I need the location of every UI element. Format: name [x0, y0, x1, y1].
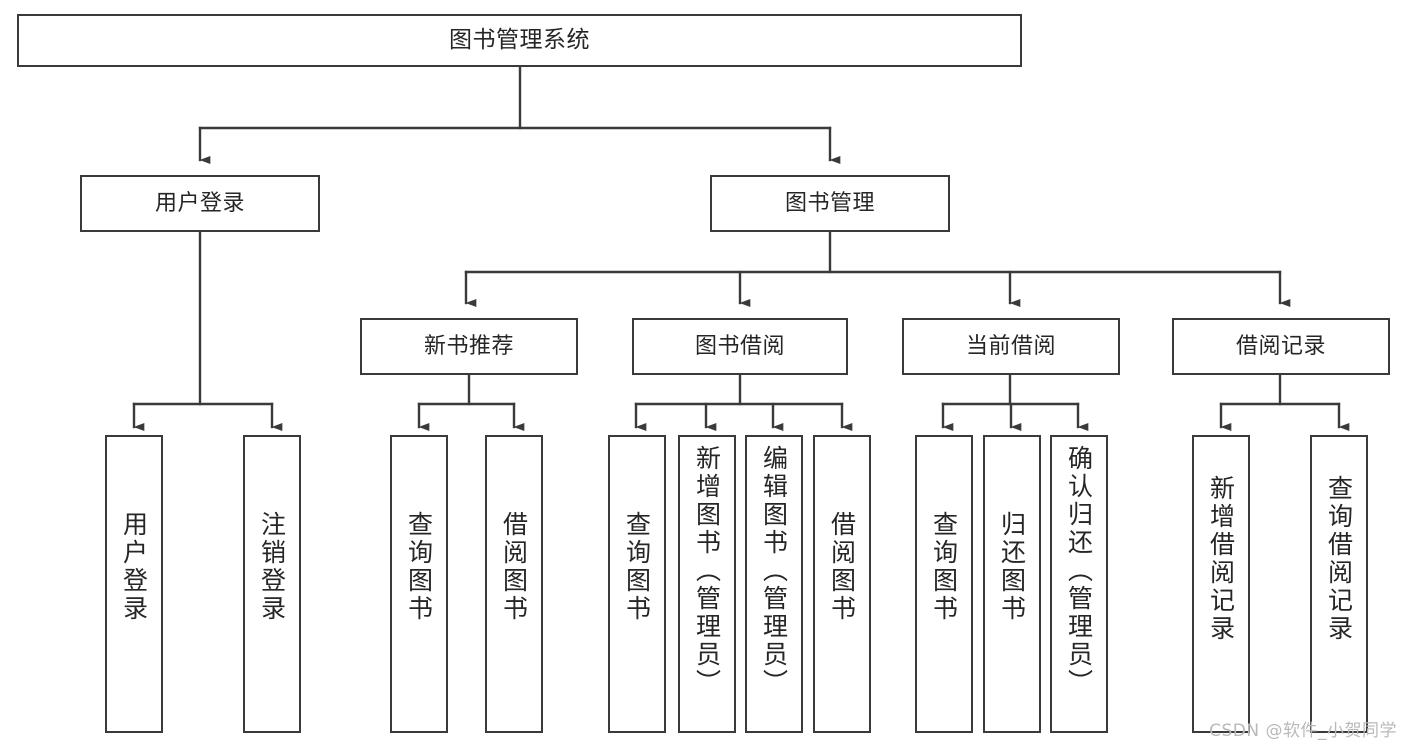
- node-label: 编辑图书（管理员）: [759, 445, 789, 697]
- leaf-query-book-current[interactable]: 查询图书: [915, 435, 973, 733]
- leaf-confirm-return-admin[interactable]: 确认归还（管理员）: [1050, 435, 1108, 733]
- node-borrow-record[interactable]: 借阅记录: [1172, 318, 1390, 375]
- node-label: 用户登录: [154, 190, 245, 216]
- leaf-query-borrow-record[interactable]: 查询借阅记录: [1310, 435, 1368, 733]
- node-new-book-recommend[interactable]: 新书推荐: [360, 318, 578, 375]
- node-user-login[interactable]: 用户登录: [80, 175, 320, 232]
- node-root-book-management-system[interactable]: 图书管理系统: [17, 14, 1022, 67]
- node-label: 用户登录: [119, 511, 149, 623]
- leaf-return-book[interactable]: 归还图书: [983, 435, 1041, 733]
- node-current-borrow[interactable]: 当前借阅: [902, 318, 1120, 375]
- node-label: 确认归还（管理员）: [1064, 445, 1094, 697]
- node-label: 图书管理系统: [449, 26, 590, 53]
- node-label: 新增图书（管理员）: [692, 445, 722, 697]
- node-label: 查询图书: [929, 511, 959, 623]
- leaf-add-book-admin[interactable]: 新增图书（管理员）: [678, 435, 736, 733]
- node-label: 查询图书: [404, 511, 434, 623]
- node-label: 借阅记录: [1235, 333, 1326, 359]
- node-label: 归还图书: [997, 511, 1027, 623]
- node-label: 查询借阅记录: [1324, 475, 1354, 643]
- leaf-add-borrow-record[interactable]: 新增借阅记录: [1192, 435, 1250, 733]
- node-label: 新书推荐: [423, 333, 514, 359]
- node-label: 借阅图书: [827, 511, 857, 623]
- node-label: 图书管理: [784, 190, 875, 216]
- leaf-user-login[interactable]: 用户登录: [105, 435, 163, 733]
- leaf-logout-login[interactable]: 注销登录: [243, 435, 301, 733]
- node-label: 借阅图书: [499, 511, 529, 623]
- leaf-borrow-book-new[interactable]: 借阅图书: [485, 435, 543, 733]
- node-label: 查询图书: [622, 511, 652, 623]
- node-book-borrow[interactable]: 图书借阅: [632, 318, 848, 375]
- leaf-query-book-borrow[interactable]: 查询图书: [608, 435, 666, 733]
- node-label: 当前借阅: [965, 333, 1056, 359]
- node-label: 注销登录: [257, 511, 287, 623]
- node-label: 新增借阅记录: [1206, 475, 1236, 643]
- node-book-management[interactable]: 图书管理: [710, 175, 950, 232]
- leaf-edit-book-admin[interactable]: 编辑图书（管理员）: [745, 435, 803, 733]
- leaf-query-book-new[interactable]: 查询图书: [390, 435, 448, 733]
- leaf-borrow-book[interactable]: 借阅图书: [813, 435, 871, 733]
- node-label: 图书借阅: [694, 333, 785, 359]
- csdn-watermark: CSDN @软件_小贺同学: [1209, 721, 1397, 741]
